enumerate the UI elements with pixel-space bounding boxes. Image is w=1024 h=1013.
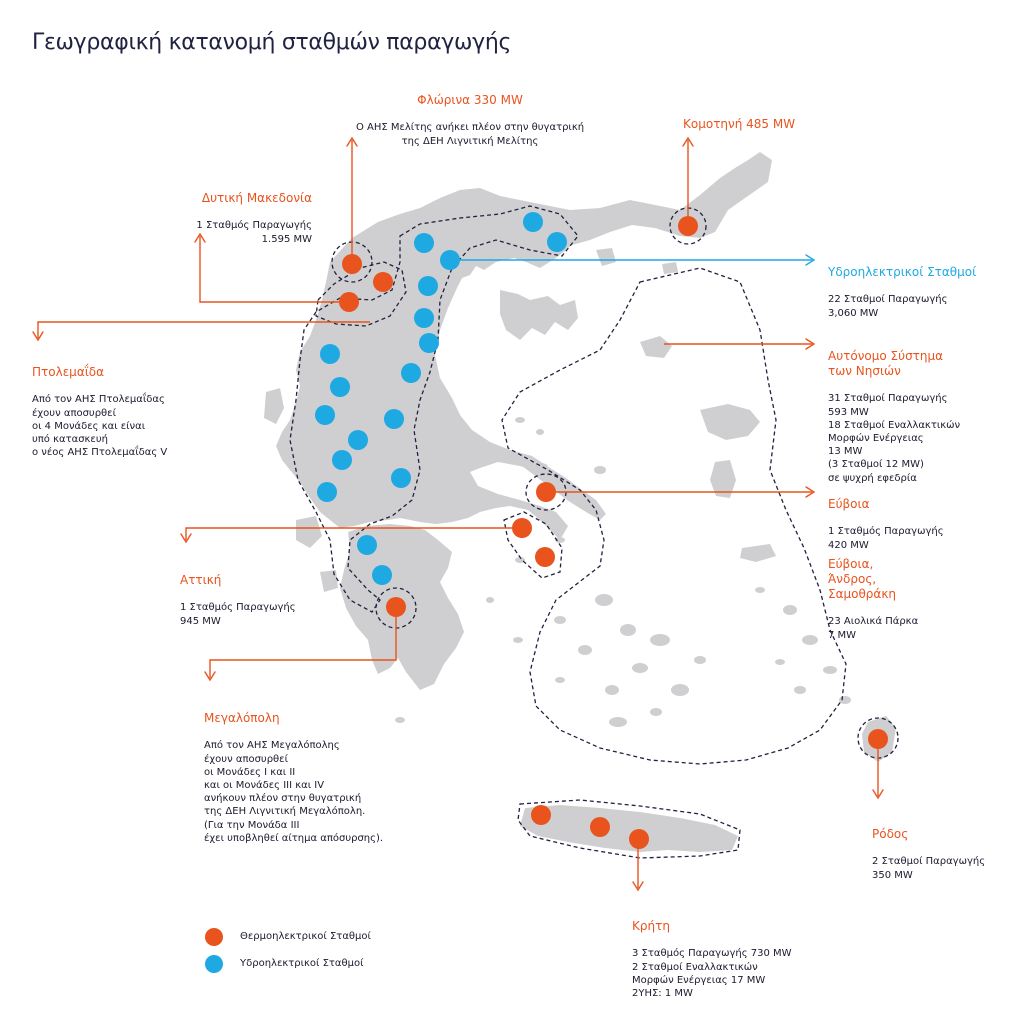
corfu-island: [264, 388, 284, 424]
hydro-plant: [384, 409, 404, 429]
hydro-plant: [348, 430, 368, 450]
hydro-plant: [440, 250, 460, 270]
samothraki-island: [662, 262, 678, 274]
kefalonia-island: [296, 516, 322, 548]
hydro-plant: [317, 482, 337, 502]
page-title: Γεωγραφική κατανομή σταθμών παραγωγής: [32, 30, 512, 55]
zakynthos-island: [320, 570, 338, 592]
thermal-plant-evia: [536, 482, 556, 502]
thermal-plant-crete-1: [531, 805, 551, 825]
label-evia-wind-head: Εύβοια, Άνδρος, Σαμοθράκη: [828, 557, 897, 602]
thermal-plant-ptolemaida-1: [373, 272, 393, 292]
label-rodos-body: 2 Σταθμοί Παραγωγής 350 MW: [872, 856, 986, 881]
label-islands-head: Αυτόνομο Σύστημα των Νησιών: [828, 349, 944, 379]
hydro-plant: [414, 308, 434, 328]
thermal-plants: [339, 216, 888, 849]
label-florina-head: Φλώρινα 330 MW: [417, 93, 523, 108]
attiki-outline: [503, 511, 563, 579]
label-hydro-body: 22 Σταθμοί Παραγωγής 3,060 MW: [828, 294, 948, 319]
hydro-plant: [547, 232, 567, 252]
thermal-plant-ptolemaida-2: [339, 292, 359, 312]
label-dytiki-head: Δυτική Μακεδονία: [201, 191, 312, 206]
ptolemaida-line: [37, 321, 370, 338]
label-islands: Αυτόνομο Σύστημα των Νησιών 31 Σταθμοί Π…: [828, 336, 1008, 498]
hydro-plant: [401, 363, 421, 383]
label-kriti: Κρήτη 3 Σταθμός Παραγωγής 730 MW 2 Σταθμ…: [632, 906, 832, 1013]
dytiki-line: [199, 236, 350, 303]
aegean-islets: [395, 417, 606, 723]
thasos-island: [596, 248, 616, 266]
hydro-plants: [315, 212, 567, 585]
legend-thermal-label: Θερμοηλεκτρικοί Σταθμοί: [240, 931, 371, 942]
label-florina: Φλώρινα 330 MW Ο ΑΗΣ Μελίτης ανήκει πλέο…: [330, 80, 610, 161]
samos-island: [740, 544, 776, 562]
thermal-plant-attiki-1: [512, 518, 532, 538]
hydro-plant: [418, 276, 438, 296]
label-attiki-head: Αττική: [180, 573, 222, 588]
thermal-plant-komotini: [678, 216, 698, 236]
arrowheads: [32, 136, 884, 892]
hydro-plant: [391, 468, 411, 488]
halkidiki: [500, 290, 578, 340]
label-evia-andros-samothraki: Εύβοια, Άνδρος, Σαμοθράκη 23 Αιολικά Πάρ…: [828, 544, 1008, 655]
chios-island: [710, 460, 736, 498]
legend-hydro-dot: [205, 955, 223, 973]
hydro-plant: [372, 565, 392, 585]
hydro-plant: [330, 377, 350, 397]
label-hydro-head: Υδροηλεκτρικοί Σταθμοί: [828, 265, 977, 280]
label-komotini: Κομοτηνή 485 MW: [683, 104, 833, 145]
hydro-plant: [414, 233, 434, 253]
label-attiki-body: 1 Σταθμός Παραγωγής 945 MW: [180, 602, 296, 627]
thermal-plant-crete-2: [590, 817, 610, 837]
label-komotini-head: Κομοτηνή 485 MW: [683, 117, 796, 132]
label-islands-body: 31 Σταθμοί Παραγωγής 593 MW 18 Σταθμοί Ε…: [828, 393, 961, 484]
label-megalopoli-head: Μεγαλόπολη: [204, 711, 280, 726]
hydro-plant: [357, 535, 377, 555]
label-megalopoli-body: Από τον ΑΗΣ Μεγαλόπολης έχουν αποσυρθεί …: [204, 740, 384, 844]
label-rodos-head: Ρόδος: [872, 827, 909, 842]
label-dytiki-makedonia: Δυτική Μακεδονία 1 Σταθμός Παραγωγής 1.5…: [150, 178, 312, 259]
hydro-plant: [320, 344, 340, 364]
hydro-zone-outline: [289, 205, 579, 613]
hydro-plant: [315, 405, 335, 425]
thermal-plant-attiki-2: [535, 547, 555, 567]
dodecanese-islands: [755, 587, 851, 704]
thermal-plant-rodos: [868, 729, 888, 749]
crete-island: [520, 805, 738, 852]
label-ptolemaida: Πτολεμαΐδα Από τον ΑΗΣ Πτολεμαΐδας έχουν…: [32, 352, 222, 473]
label-megalopoli: Μεγαλόπολη Από τον ΑΗΣ Μεγαλόπολης έχουν…: [204, 698, 434, 858]
label-rodos: Ρόδος 2 Σταθμοί Παραγωγής 350 MW: [872, 814, 1012, 895]
label-evia: Εύβοια 1 Σταθμός Παραγωγής 420 MW: [828, 484, 1008, 565]
thermal-plant-megalopoli: [386, 597, 406, 617]
label-attiki: Αττική 1 Σταθμός Παραγωγής 945 MW: [180, 560, 360, 641]
attiki-line: [185, 527, 522, 540]
megalopoli-line: [209, 608, 397, 678]
thermal-plant-florina: [342, 254, 362, 274]
lesvos-island: [700, 404, 760, 440]
label-hydro: Υδροηλεκτρικοί Σταθμοί 22 Σταθμοί Παραγω…: [828, 252, 1008, 333]
label-kriti-head: Κρήτη: [632, 919, 670, 934]
label-kriti-body: 3 Σταθμός Παραγωγής 730 MW 2 Σταθμοί Ενα…: [632, 948, 792, 1000]
hydro-plant: [419, 333, 439, 353]
label-evia-wind-body: 23 Αιολικά Πάρκα 7 MW: [828, 616, 919, 641]
cyclades-islands: [554, 594, 706, 727]
crete-outline: [517, 799, 741, 859]
evia-island: [510, 450, 606, 520]
label-florina-body: Ο ΑΗΣ Μελίτης ανήκει πλέον στην θυγατρικ…: [355, 122, 585, 147]
label-evia-head: Εύβοια: [828, 497, 870, 512]
hydro-plant: [332, 450, 352, 470]
islands-zone-outline: [501, 267, 847, 765]
label-ptolemaida-body: Από τον ΑΗΣ Πτολεμαΐδας έχουν αποσυρθεί …: [32, 394, 168, 459]
label-ptolemaida-head: Πτολεμαΐδα: [32, 365, 105, 380]
label-evia-body: 1 Σταθμός Παραγωγής 420 MW: [828, 526, 944, 551]
thermal-plant-crete-3: [629, 829, 649, 849]
label-dytiki-body: 1 Σταθμός Παραγωγής 1.595 MW: [196, 220, 312, 245]
legend-thermal-dot: [205, 928, 223, 946]
limnos-island: [640, 336, 672, 358]
legend-hydro-label: Υδροηλεκτρικοί Σταθμοί: [240, 958, 364, 969]
hydro-plant: [523, 212, 543, 232]
